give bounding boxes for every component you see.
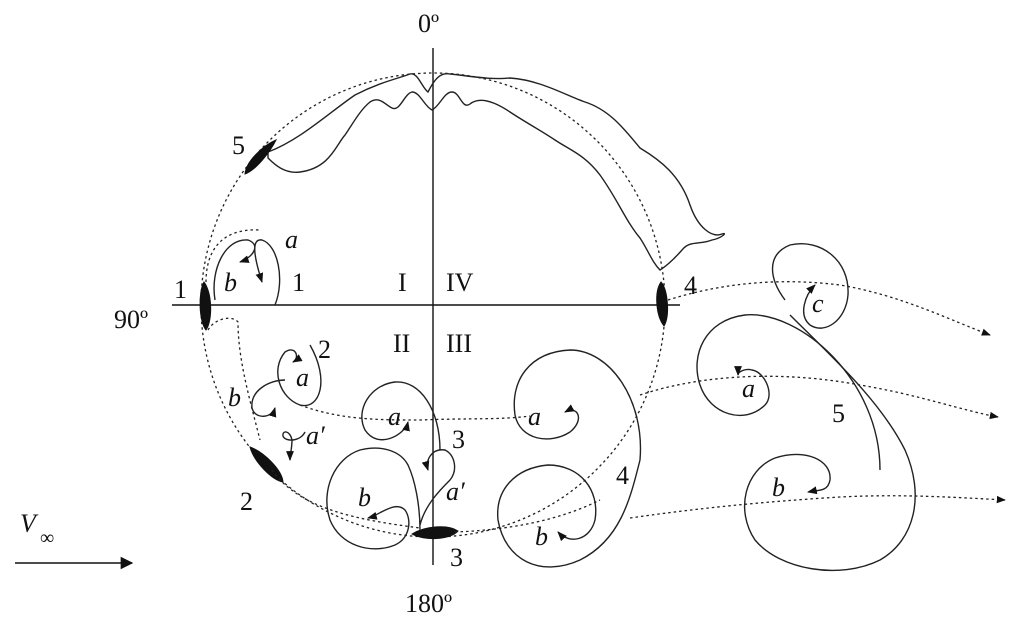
vortex-4-label-a: a [528, 402, 541, 431]
blade-2 [249, 446, 284, 483]
quadrant-label-1: I [398, 268, 407, 297]
freestream-symbol: V [20, 509, 39, 538]
vortex-system-label-1: 1 [292, 268, 305, 297]
vortex-4-a [513, 349, 642, 461]
blade-label-4: 4 [684, 271, 697, 300]
vortex-5-b [743, 314, 916, 572]
vortex-5-a [696, 314, 881, 471]
vortex-4-b [497, 459, 641, 568]
vortex-2-b [251, 379, 286, 418]
quadrant-label-2: II [393, 329, 410, 358]
vortex-2-label-b: b [228, 383, 241, 412]
vortex-4-label-b: b [535, 522, 548, 551]
downstream-streamline-middle [639, 375, 999, 420]
blade-label-5: 5 [232, 131, 245, 160]
vortex-3-label-a: a [388, 402, 401, 431]
vortex-3-label-b: b [358, 483, 371, 512]
quadrant-label-3: III [446, 329, 472, 358]
vortex-5-label-c: c [812, 289, 824, 318]
vortex-2-a-prime [282, 431, 306, 461]
vortex-1-label-b: b [224, 268, 237, 297]
blade-4 [656, 281, 669, 327]
vortex-system-label-4: 4 [616, 461, 629, 490]
blade-label-2: 2 [240, 487, 253, 516]
vortex-3-a [361, 381, 441, 451]
vortex-5-label-a: a [742, 374, 755, 403]
vortex-5-label-b: b [772, 473, 785, 502]
near-wall-dotted-lower [207, 317, 261, 441]
vortex-3-label-a-prime: a′ [446, 477, 465, 506]
downstream-streamline-upper [667, 281, 991, 336]
wake-dotted-center [299, 404, 531, 421]
vortex-system-label-2: 2 [318, 335, 331, 364]
upper-wake-sheet [267, 73, 726, 271]
vortex-1-a [254, 239, 281, 306]
vortex-5-c [771, 243, 849, 329]
quadrant-label-4: IV [446, 268, 474, 297]
downstream-streamline-lower [629, 495, 1006, 519]
wake-dotted-2-3 [271, 469, 421, 529]
angle-label-left: 90º [114, 305, 148, 334]
vortex-3-a-prime [419, 449, 456, 526]
vortex-system-label-5: 5 [832, 399, 845, 428]
blade-label-1: 1 [174, 275, 187, 304]
vortex-2-label-a-prime: a′ [306, 421, 325, 450]
vortex-3-b [326, 447, 421, 550]
vortex-2-a [277, 344, 322, 407]
blade-label-3: 3 [450, 543, 463, 572]
vortex-1-label-a: a [285, 225, 298, 254]
vortex-2-label-a: a [296, 363, 309, 392]
wake-dotted-lower-mid [454, 499, 601, 533]
blade-5 [244, 139, 278, 175]
vortex-system-label-3: 3 [452, 425, 465, 454]
vortex-1-b [213, 239, 256, 301]
freestream-subscript: ∞ [40, 527, 54, 549]
angle-label-bottom: 180º [405, 589, 452, 618]
blade-3 [411, 526, 459, 539]
angle-label-top: 0º [418, 9, 439, 38]
blade-1 [199, 281, 212, 331]
